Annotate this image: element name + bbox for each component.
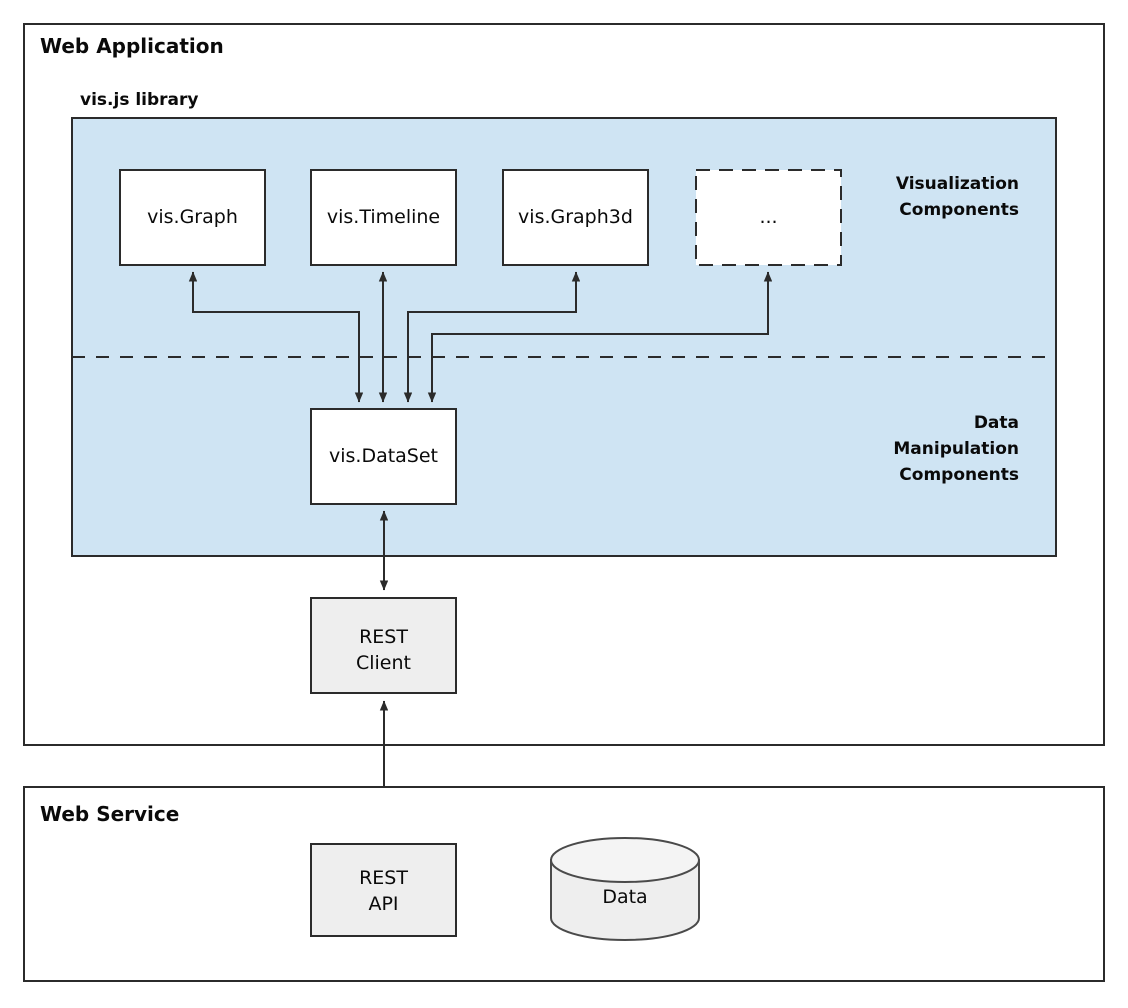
svg-text:Data: Data <box>974 413 1019 433</box>
node-vis-graph-label: vis.Graph <box>147 206 238 228</box>
node-vis-dataset-label: vis.DataSet <box>329 445 438 467</box>
container-title-web-application: Web Application <box>40 34 224 58</box>
node-more-components[interactable]: ... <box>695 169 842 266</box>
node-rest-client-label-line-1: REST <box>359 626 408 648</box>
node-data-store-label: Data <box>602 886 647 908</box>
node-vis-timeline-label: vis.Timeline <box>327 206 440 228</box>
svg-text:Components: Components <box>899 465 1019 485</box>
library-panel-title: vis.js library <box>80 90 199 110</box>
connector-more-components-to-vis-dataset <box>427 271 773 403</box>
node-rest-api-label-line-1: REST <box>359 867 408 889</box>
svg-text:Manipulation: Manipulation <box>893 439 1019 459</box>
svg-text:Visualization: Visualization <box>896 174 1019 194</box>
group-label-visualization-components: Visualization Components <box>896 174 1019 220</box>
node-rest-client-label-line-2: Client <box>356 652 411 674</box>
node-vis-timeline[interactable]: vis.Timeline <box>310 169 457 266</box>
container-title-web-service: Web Service <box>40 802 179 826</box>
connector-vis-graph-to-vis-dataset <box>188 271 364 403</box>
node-rest-api-label-line-2: API <box>368 893 398 915</box>
node-rest-client[interactable]: REST Client <box>310 597 457 694</box>
node-vis-graph[interactable]: vis.Graph <box>119 169 266 266</box>
svg-text:Components: Components <box>899 200 1019 220</box>
node-data-store[interactable]: Data <box>550 837 700 941</box>
node-vis-dataset[interactable]: vis.DataSet <box>310 408 457 505</box>
node-rest-api[interactable]: REST API <box>310 843 457 937</box>
group-label-data-manipulation-components: Data Manipulation Components <box>893 413 1019 485</box>
node-vis-graph3d-label: vis.Graph3d <box>518 206 633 228</box>
node-vis-graph3d[interactable]: vis.Graph3d <box>502 169 649 266</box>
node-more-components-label: ... <box>759 206 777 228</box>
